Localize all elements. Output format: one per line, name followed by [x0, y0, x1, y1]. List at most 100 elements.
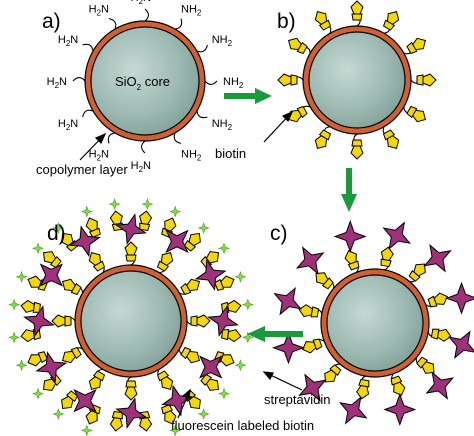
streptavidin-icon: [383, 393, 417, 426]
fluorescein-star-icon: [32, 242, 44, 255]
biotin-icon: [61, 278, 82, 296]
biotin-icon: [406, 105, 427, 123]
biotin-icon: [190, 314, 211, 328]
biotin-icon: [390, 375, 406, 397]
amine-tether-line: [196, 44, 208, 53]
biotin-icon: [301, 338, 323, 354]
amine-tether-line: [82, 43, 94, 52]
fluorescein-star-icon: [80, 424, 93, 436]
biotin-icon: [406, 37, 427, 55]
biotin-icon: [315, 272, 334, 290]
streptavidin-icon: [298, 373, 327, 402]
amine-group-label: H2N: [131, 0, 151, 6]
biotin-icon: [61, 346, 82, 364]
biotin-icon: [220, 329, 242, 343]
biotin-icon: [298, 304, 320, 318]
panel-label-a: a): [42, 10, 61, 33]
streptavidin-icon: [73, 389, 97, 413]
biotin-icon: [350, 139, 364, 160]
biotin-icon: [416, 73, 437, 87]
amine-tether-line: [204, 80, 218, 85]
streptavidin-icon: [296, 246, 325, 275]
biotin-icon: [430, 328, 452, 342]
biotin-icon: [356, 378, 370, 400]
biotin-icon: [20, 299, 42, 313]
streptavidin-icon: [382, 221, 412, 250]
fluorescein-layer: [8, 198, 254, 436]
streptavidin-icon: [423, 244, 452, 273]
biotin-icon: [427, 292, 449, 308]
fluorescein-star-icon: [218, 242, 230, 255]
biotin-icon: [42, 251, 62, 269]
biotin-icon: [61, 390, 79, 410]
biotin-icon: [314, 129, 332, 150]
fluorescein-star-icon: [241, 331, 254, 344]
silica-core-b: [303, 26, 411, 134]
biotin-label: biotin: [215, 146, 246, 161]
biotin-icon: [183, 232, 201, 252]
fluorescein-star-icon: [241, 298, 254, 311]
fluorescein-star-icon: [52, 222, 65, 234]
streptavidin-icon: [23, 305, 55, 337]
biotin-icon: [200, 373, 220, 391]
biotin-icon: [88, 370, 106, 391]
streptavidin-icon: [338, 396, 368, 425]
panel-label-d: d): [47, 222, 66, 245]
fluorescein-star-icon: [80, 205, 93, 218]
fluorescein-star-icon: [169, 424, 182, 436]
fluorescein-star-icon: [197, 222, 210, 234]
streptavidin-icon: [35, 351, 68, 383]
streptavidin-icon: [207, 305, 239, 337]
amine-tether-line: [107, 132, 116, 144]
amine-tether-line: [108, 18, 117, 30]
biotin-icon: [139, 210, 153, 232]
streptavidin-label: streptavidin: [264, 392, 330, 407]
amine-group-label: H2N: [58, 118, 78, 132]
fluorescein-star-icon: [197, 408, 210, 420]
biotin-icon: [27, 351, 48, 367]
amine-group-label: H2N: [89, 149, 109, 163]
biotin-icon: [214, 275, 235, 291]
fluorescein-star-icon: [52, 408, 65, 420]
streptavidin-icon: [445, 281, 474, 315]
silica-core-a: [85, 21, 205, 141]
fluorescein-biotin-label: fluorescein labeled biotin: [171, 418, 314, 433]
streptavidin-icon: [161, 384, 193, 417]
fluorescein-star-icon: [32, 387, 44, 400]
streptavidin-icon: [165, 229, 189, 253]
biotin-icon: [408, 263, 426, 282]
particle-d: [74, 264, 188, 378]
biotin-icon: [161, 404, 177, 425]
silica-core-d: [75, 265, 187, 377]
particle-c: [320, 268, 430, 378]
streptavidin-icon: [333, 220, 367, 253]
streptavidin-icon: [115, 213, 147, 245]
amine-group-label: H2N: [58, 34, 78, 48]
amine-group-label: NH2: [223, 76, 244, 90]
streptavidin-icon: [425, 371, 454, 400]
panel-label-b: b): [277, 10, 296, 33]
arrow-b-to-c: [341, 168, 357, 212]
streptavidin-icon: [39, 263, 63, 287]
biotin-icon: [124, 241, 138, 262]
amine-tether-line: [72, 77, 86, 82]
particle-a: [84, 20, 206, 142]
core-label: SiO2 core: [115, 74, 170, 92]
copolymer-layer-label: copolymer layer: [36, 162, 128, 177]
particle-b: [302, 25, 412, 135]
fluorescein-star-icon: [108, 198, 121, 211]
streptavidin-icon: [199, 355, 223, 379]
biotin-icon: [382, 10, 400, 31]
biotin-icon: [416, 356, 435, 374]
biotin-icon: [156, 370, 174, 391]
fluorescein-star-icon: [169, 205, 182, 218]
silica-core-c: [321, 269, 429, 377]
amine-group-label: NH2: [181, 149, 202, 163]
amine-tether-line: [173, 132, 182, 144]
streptavidin-icon: [272, 331, 305, 365]
amine-group-label: NH2: [212, 118, 233, 132]
biotin-icon: [287, 37, 308, 55]
amine-group-label: NH2: [181, 3, 202, 17]
fluorescein-star-icon: [8, 298, 21, 311]
